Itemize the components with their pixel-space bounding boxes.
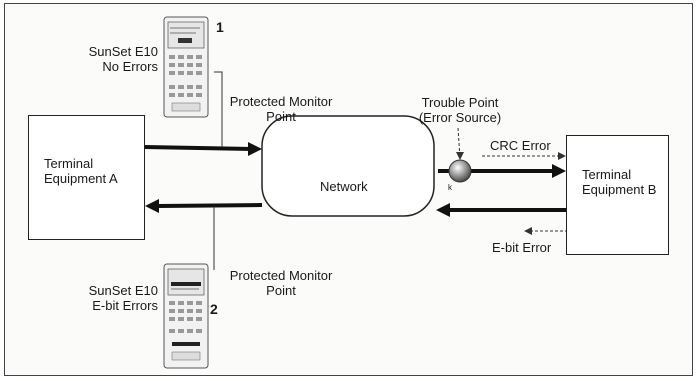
crc-error-arrowhead	[558, 152, 566, 160]
device-2-status: E-bit Errors	[92, 298, 158, 313]
terminal-b-line1: Terminal	[582, 167, 632, 182]
trouble-point-line2: (Error Source)	[418, 110, 502, 125]
arrowhead-network-to-a	[145, 199, 159, 213]
arrowhead-b-to-network	[436, 203, 450, 217]
monitor-top-connector	[214, 71, 223, 147]
arrowhead-network-to-b	[552, 164, 566, 178]
monitor-point-top-line1: Protected Monitor	[229, 94, 333, 109]
test-set-device-2-icon	[163, 263, 209, 369]
monitor-point-bottom-line1: Protected Monitor	[229, 268, 333, 283]
monitor-point-bottom-line2: Point	[266, 283, 296, 298]
network-shape	[261, 115, 435, 217]
trouble-point-line1: Trouble Point	[421, 95, 499, 110]
arrowhead-a-to-network	[248, 142, 262, 156]
device-1-number: 1	[216, 19, 224, 35]
device-1-name: SunSet E10	[88, 44, 158, 59]
terminal-equipment-a: Terminal Equipment A	[28, 115, 145, 240]
terminal-b-line2: Equipment B	[582, 182, 657, 197]
small-mark: k	[448, 183, 452, 192]
network-label: Network	[320, 179, 368, 194]
device-2-name: SunSet E10	[88, 283, 158, 298]
ebit-error-label: E-bit Error	[492, 240, 552, 255]
arrow-network-to-a	[157, 203, 263, 208]
test-set-device-1-icon	[163, 16, 209, 118]
device-2-number: 2	[210, 301, 218, 317]
device-1-status: No Errors	[102, 59, 158, 74]
terminal-a-line2: Equipment A	[44, 171, 118, 186]
crc-error-label: CRC Error	[490, 138, 551, 153]
trouble-point-icon	[448, 159, 472, 183]
terminal-a-line1: Terminal	[44, 156, 94, 171]
terminal-equipment-b: Terminal Equipment B	[566, 135, 669, 255]
ebit-error-arrowhead	[524, 227, 532, 235]
arrow-a-to-network	[144, 145, 253, 151]
monitor-point-top-line2: Point	[266, 109, 296, 124]
trouble-pointer-head	[456, 152, 464, 160]
